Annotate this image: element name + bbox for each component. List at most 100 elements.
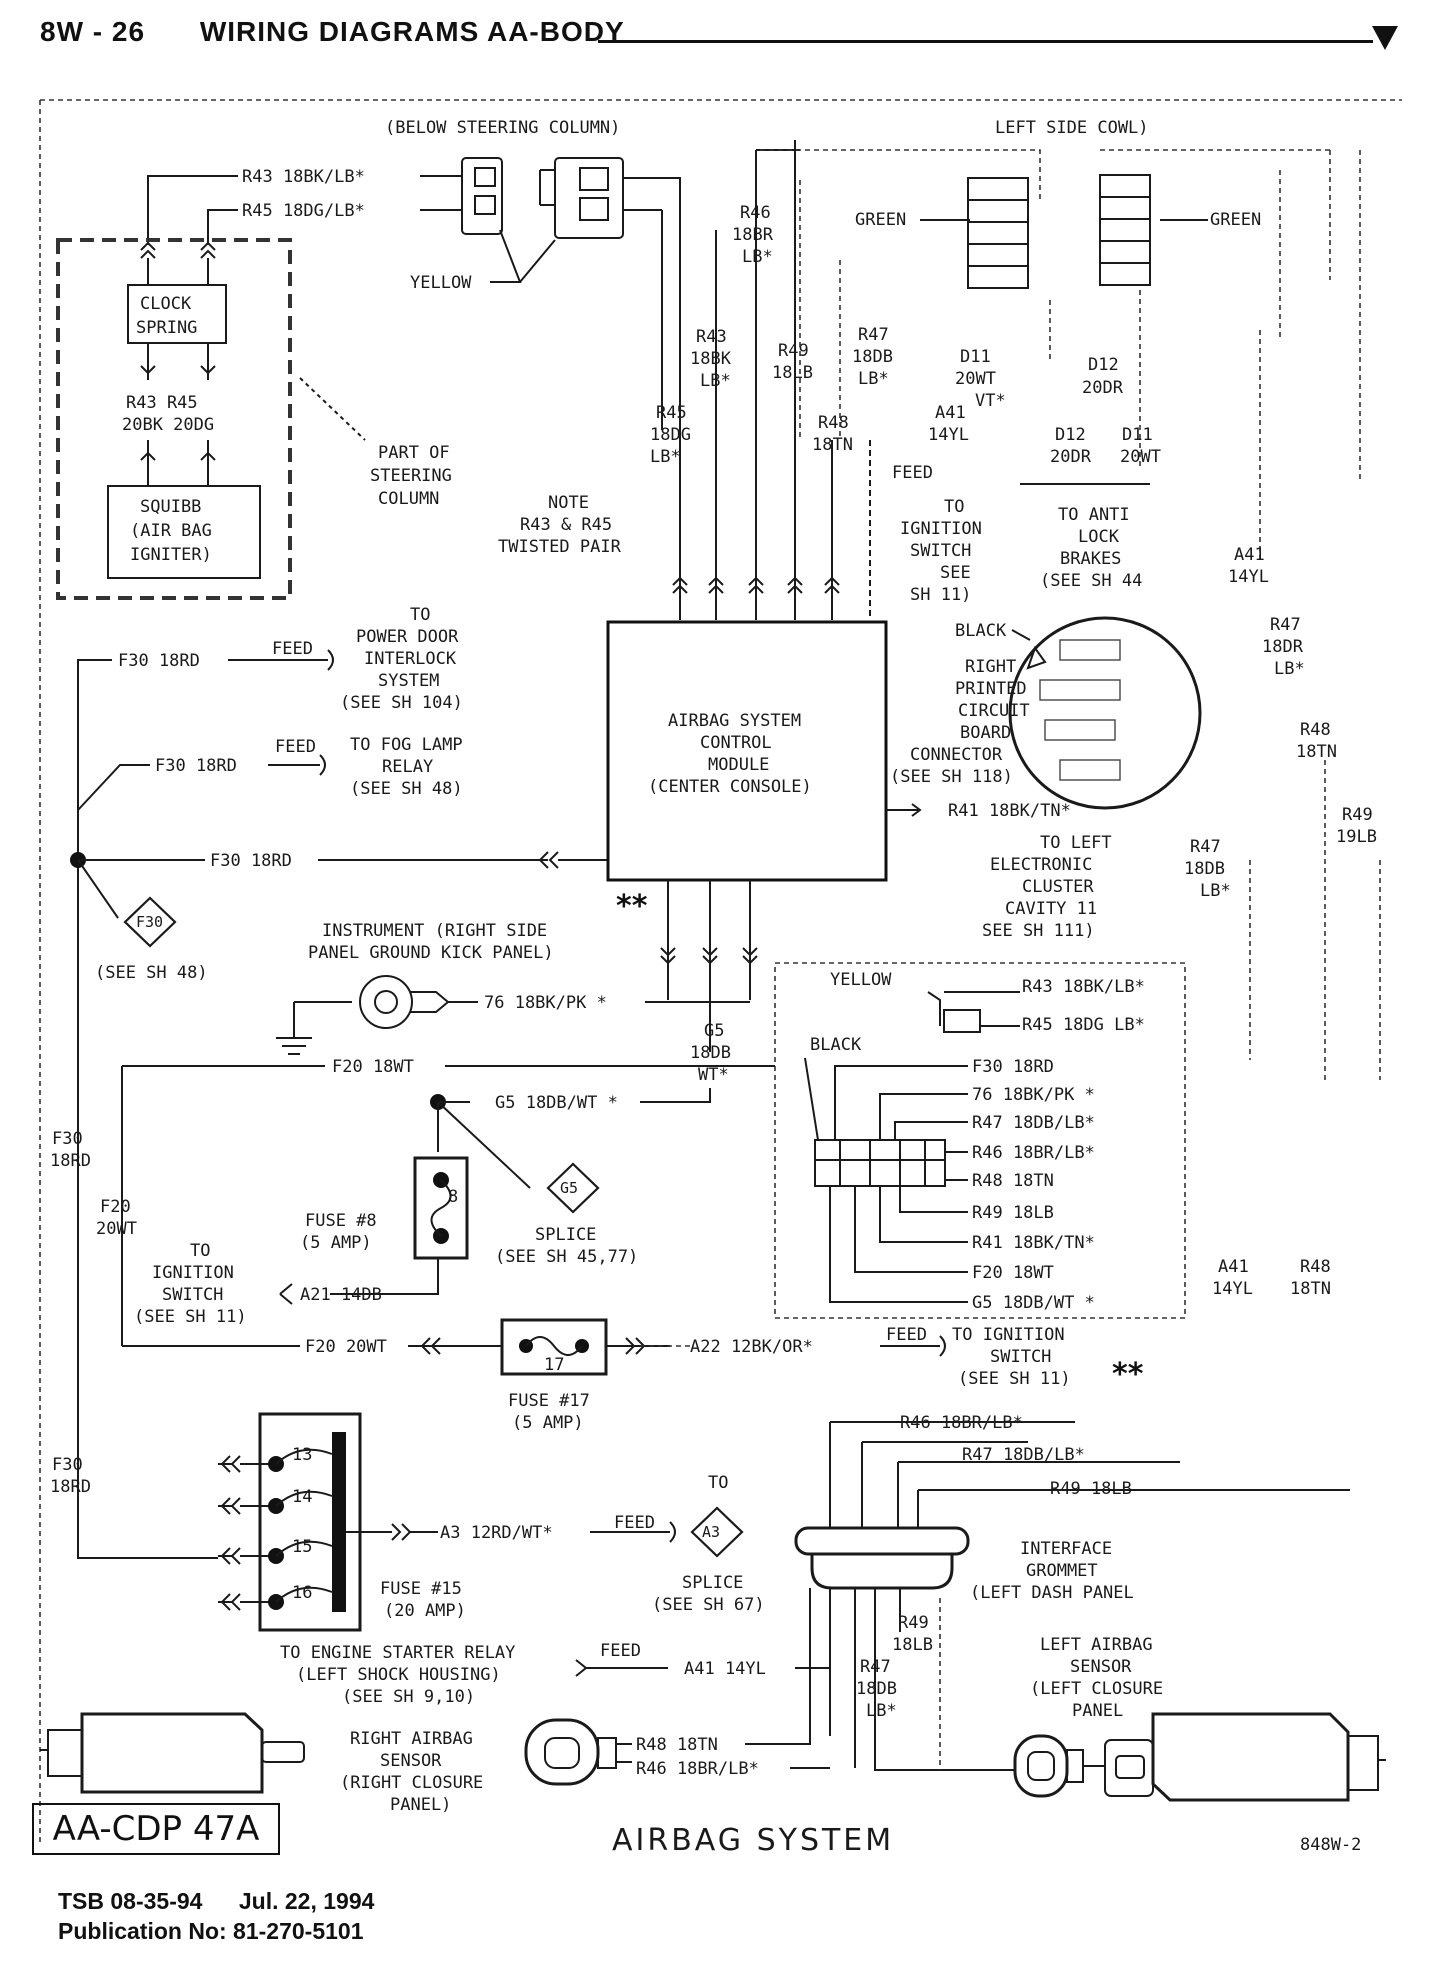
label-to-fog-1: TO FOG LAMP xyxy=(350,735,463,755)
cowl-connector-left xyxy=(967,177,1029,289)
fuse-8-body xyxy=(413,1156,469,1260)
label-r47-v-1: R47 xyxy=(858,325,889,345)
label-feed-2: FEED xyxy=(275,737,316,757)
yellow-box-leader xyxy=(927,991,941,1026)
label-anti-lock-4: (SEE SH 44 xyxy=(1040,571,1142,591)
yellow-box-wires xyxy=(944,991,1020,1027)
label-d12b-1: D12 xyxy=(1055,425,1086,445)
label-r48-right2-1: R48 xyxy=(1300,1257,1331,1277)
label-fuse8-2: (5 AMP) xyxy=(300,1233,372,1253)
label-to-power-door-1: TO xyxy=(410,605,430,625)
fuse-block-number: 16 xyxy=(292,1583,312,1603)
fuse17-number: 17 xyxy=(544,1355,564,1375)
label-a41-right2-2: 14YL xyxy=(1212,1279,1253,1299)
ground-eyelet-hole xyxy=(374,990,398,1014)
grommet-top-leads xyxy=(829,1422,919,1528)
page-header: 8W - 26 WIRING DIAGRAMS AA-BODY xyxy=(40,16,625,48)
label-left-side-cowl: LEFT SIDE COWL) xyxy=(995,118,1149,138)
label-r43-top: R43 18BK/LB* xyxy=(242,167,365,187)
grommet-bottom-leads xyxy=(829,1588,901,1768)
label-r47-mid-2: 18DB xyxy=(1184,859,1225,879)
wire-f30-to-fuseblock xyxy=(77,1508,218,1559)
label-r46-v-1: R46 xyxy=(740,203,771,223)
label-see-sh48: (SEE SH 48) xyxy=(95,963,208,983)
label-r48-low: R48 18TN xyxy=(636,1735,718,1755)
wire-a21 xyxy=(330,1258,439,1295)
clock-spring-label-1: CLOCK xyxy=(140,294,192,314)
black-box-leader xyxy=(804,1057,819,1141)
label-left-sensor-4: PANEL xyxy=(1072,1701,1123,1721)
footer-date: Jul. 22, 1994 xyxy=(238,1888,375,1914)
stars-ignition: ** xyxy=(1112,1357,1144,1392)
wire-a3-left xyxy=(346,1523,438,1541)
footer-tsb-line: TSB 08-35-94 Jul. 22, 1994 xyxy=(58,1888,374,1915)
wire-f20-20wt-right xyxy=(408,1337,502,1355)
steering-connector-male xyxy=(461,157,503,235)
wire-f30-left-trunk xyxy=(77,659,112,1546)
right-sensor-connector-tab xyxy=(597,1737,617,1769)
fuse-17-element xyxy=(525,1336,583,1356)
label-fuse15-1: FUSE #15 xyxy=(380,1579,462,1599)
label-to-power-door-2: POWER DOOR xyxy=(356,627,459,647)
starter-terminator xyxy=(575,1659,588,1677)
connector-pin xyxy=(474,167,496,187)
label-r43-v-2: 18BK xyxy=(690,349,732,369)
squibb-label-1: SQUIBB xyxy=(140,497,201,517)
label-r49-v-2: 18LB xyxy=(772,363,813,383)
label-fuse17-1: FUSE #17 xyxy=(508,1391,590,1411)
label-splice-a3-2: (SEE SH 67) xyxy=(652,1595,765,1615)
label-f20-left-2: 20WT xyxy=(96,1219,137,1239)
label-d12: D12 xyxy=(1088,355,1119,375)
label-r49-low: R49 18LB xyxy=(1050,1479,1132,1499)
label-rpcb-5: CONNECTOR xyxy=(910,745,1003,765)
label-f30-left-1: F30 xyxy=(52,1129,83,1149)
black-leader xyxy=(1011,629,1031,641)
airbag-control-module xyxy=(606,620,888,882)
label-to-ign-mid-1: TO xyxy=(944,497,964,517)
label-g5-v-3: WT* xyxy=(698,1065,729,1085)
left-sensor-connector xyxy=(1013,1734,1069,1798)
module-label-1: AIRBAG SYSTEM xyxy=(668,711,801,731)
label-r47-right-3: LB* xyxy=(1274,659,1305,679)
label-part-of: PART OF xyxy=(378,443,450,463)
diagram-title: AIRBAG SYSTEM xyxy=(612,1823,894,1858)
label-to-power-door-5: (SEE SH 104) xyxy=(340,693,463,713)
fuse-block xyxy=(258,1412,362,1632)
label-yellow-box: YELLOW xyxy=(830,970,892,990)
connector-pin xyxy=(579,197,609,221)
a21-terminator xyxy=(279,1283,293,1305)
fuse-block-number: 14 xyxy=(292,1487,312,1507)
label-green-left: GREEN xyxy=(855,210,906,230)
label-r45-v-3: LB* xyxy=(650,447,681,467)
label-r45-box: R45 18DG LB* xyxy=(1022,1015,1145,1035)
fuse-block-number: 13 xyxy=(292,1445,312,1465)
fuse-block-element xyxy=(275,1490,333,1507)
label-g5-v-2: 18DB xyxy=(690,1043,731,1063)
wire-r45-left xyxy=(207,209,238,245)
feed-3-terminator xyxy=(880,1335,946,1357)
reference-box: AA-CDP 47A xyxy=(32,1803,280,1855)
label-to-left-cluster-5: SEE SH 111) xyxy=(982,921,1095,941)
interface-grommet-flange xyxy=(794,1526,970,1556)
label-right-sensor-1: RIGHT AIRBAG xyxy=(350,1729,473,1749)
wire-to-squibb xyxy=(140,440,216,486)
ground-terminal xyxy=(410,991,450,1013)
left-sensor-body xyxy=(1151,1712,1350,1802)
label-a22: A22 12BK/OR* xyxy=(690,1337,813,1357)
right-sensor-connector-inner xyxy=(544,1737,580,1769)
box-wire-label: G5 18DB/WT * xyxy=(972,1293,1095,1313)
label-r47-right-2: 18DR xyxy=(1262,637,1304,657)
label-to-ign-mid-5: SH 11) xyxy=(910,585,971,605)
drawing-number: 848W-2 xyxy=(1300,1835,1361,1855)
cowl-connector-left-pins xyxy=(968,199,1028,267)
label-to-ign-right-1: TO IGNITION xyxy=(952,1325,1065,1345)
box-wire-label: 76 18BK/PK * xyxy=(972,1085,1095,1105)
label-r45-v-1: R45 xyxy=(656,403,687,423)
label-d11b-2: 20WT xyxy=(1120,447,1161,467)
label-r48-v-2: 18TN xyxy=(812,435,853,455)
label-green-right: GREEN xyxy=(1210,210,1261,230)
label-black: BLACK xyxy=(955,621,1007,641)
label-g5-h: G5 18DB/WT * xyxy=(495,1093,618,1113)
label-r43-box: R43 18BK/LB* xyxy=(1022,977,1145,997)
